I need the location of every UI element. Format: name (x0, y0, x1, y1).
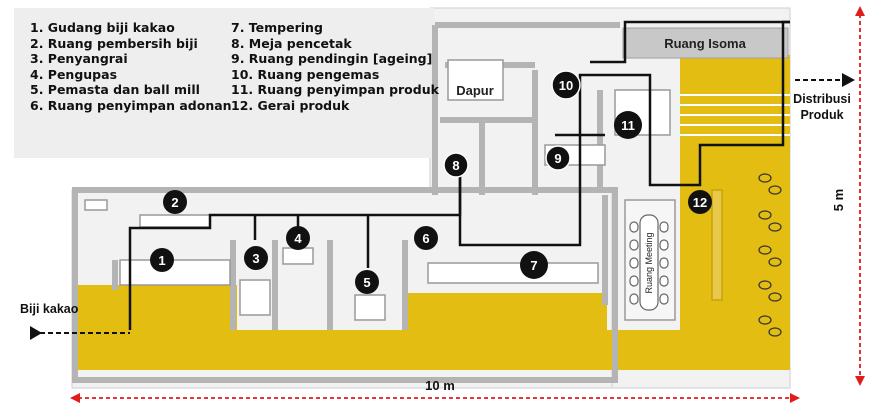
room-label-isoma: Ruang Isoma (664, 36, 746, 51)
legend-item: 3. Penyangrai (30, 51, 128, 67)
room-label-dapur: Dapur (456, 83, 494, 98)
legend-item: 4. Pengupas (30, 66, 118, 82)
legend-right: 7. Tempering 8. Meja pencetak 9. Ruang p… (231, 20, 439, 114)
legend-item: 6. Ruang penyimpan adonan (30, 97, 232, 113)
svg-text:3: 3 (252, 251, 259, 266)
shop-seating (758, 173, 782, 337)
marker-7: 7 (520, 251, 548, 279)
svg-text:11: 11 (621, 118, 635, 133)
legend-left: 1. Gudang biji kakao 2. Ruang pembersih … (30, 20, 232, 114)
dimension-width (70, 393, 800, 403)
stairs (680, 94, 790, 136)
output-label-line1: Distribusi (793, 92, 851, 106)
marker-10: 10 (551, 70, 581, 100)
legend-item: 10. Ruang pengemas (231, 66, 380, 82)
marker-11: 11 (614, 111, 642, 139)
input-label: Biji kakao (20, 302, 79, 316)
marker-9: 9 (545, 145, 571, 171)
output-label-line2: Produk (800, 108, 843, 122)
marker-8: 8 (443, 152, 469, 178)
height-label: 5 m (831, 189, 846, 211)
svg-text:2: 2 (171, 195, 178, 210)
svg-text:8: 8 (452, 158, 459, 173)
legend-item: 12. Gerai produk (231, 97, 350, 113)
input-flow-arrow (30, 326, 130, 340)
svg-text:4: 4 (294, 231, 302, 246)
marker-3: 3 (244, 246, 268, 270)
legend-item: 1. Gudang biji kakao (30, 20, 175, 35)
production-floor (78, 55, 790, 370)
legend-item: 8. Meja pencetak (231, 35, 352, 51)
legend-item: 5. Pemasta dan ball mill (30, 82, 200, 98)
marker-12: 12 (688, 190, 712, 214)
legend-item: 9. Ruang pendingin [ageing] (231, 51, 433, 67)
meeting-table (629, 214, 669, 311)
svg-text:5: 5 (363, 275, 370, 290)
legend-item: 11. Ruang penyimpan produk (231, 82, 439, 98)
svg-text:9: 9 (554, 151, 561, 166)
marker-6: 6 (414, 226, 438, 250)
room-label-meeting: Ruang Meeting (644, 232, 654, 293)
marker-2: 2 (163, 190, 187, 214)
svg-text:7: 7 (530, 258, 537, 273)
dimension-height (855, 6, 865, 386)
process-markers: 1 2 3 4 5 6 7 8 9 10 11 12 (150, 70, 712, 294)
svg-text:1: 1 (158, 253, 165, 268)
process-flow-path (128, 20, 790, 330)
svg-text:10: 10 (559, 78, 573, 93)
marker-5: 5 (355, 270, 379, 294)
legend-item: 7. Tempering (231, 20, 323, 35)
legend-item: 2. Ruang pembersih biji (30, 35, 198, 51)
output-flow-arrow (795, 73, 855, 87)
width-label: 10 m (425, 378, 455, 393)
svg-text:6: 6 (422, 231, 429, 246)
marker-4: 4 (286, 226, 310, 250)
svg-text:12: 12 (693, 195, 707, 210)
marker-1: 1 (150, 248, 174, 272)
